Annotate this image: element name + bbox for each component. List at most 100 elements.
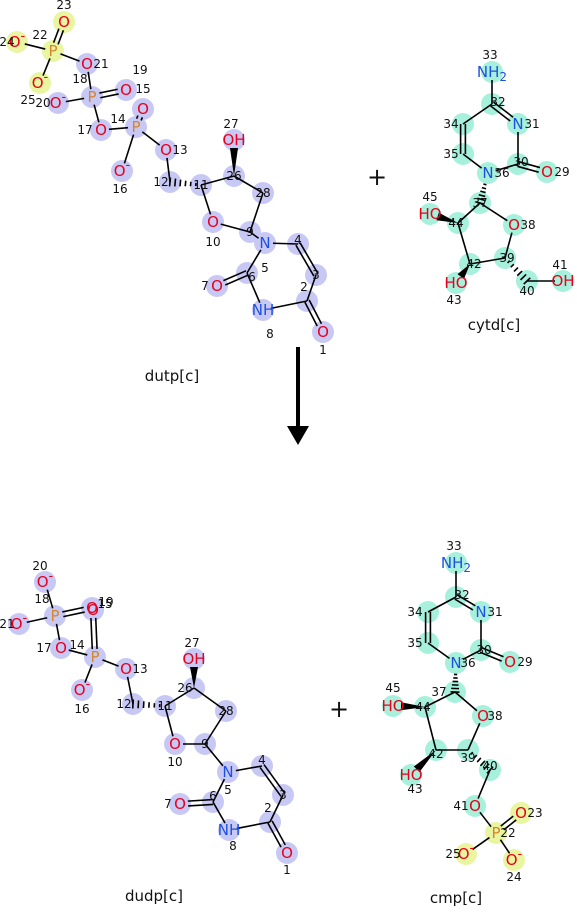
double-bond <box>99 88 119 99</box>
atom-number-29: 29 <box>554 165 569 179</box>
atom-number-15: 15 <box>97 597 112 611</box>
atom-highlight-33 <box>445 552 467 574</box>
atom-label-27: OH <box>222 131 245 149</box>
atom-number-16: 16 <box>74 702 89 716</box>
atom-highlight-21 <box>8 613 30 635</box>
wedge-bond <box>436 212 458 223</box>
atom-number-25: 25 <box>20 93 35 107</box>
atom-label-45: HO <box>418 205 441 223</box>
double-bond <box>135 115 144 121</box>
atom-number-11: 11 <box>193 178 208 192</box>
single-bond <box>204 743 224 767</box>
atom-number-13: 13 <box>172 143 187 157</box>
atom-number-42: 42 <box>466 257 481 271</box>
atom-label-23: O <box>515 804 527 822</box>
double-bond <box>490 101 514 122</box>
single-bond <box>60 53 80 62</box>
atom-label-13: O <box>120 660 132 678</box>
single-bond <box>457 202 481 224</box>
atom-label-33: NH2 <box>441 554 471 575</box>
atom-highlight-7 <box>169 793 191 815</box>
atom-number-3: 3 <box>279 788 287 802</box>
atom-highlight-13 <box>115 658 137 680</box>
atom-label-10: O <box>169 735 181 753</box>
single-bond <box>42 58 51 76</box>
single-bond <box>454 691 478 712</box>
atom-highlights <box>8 571 298 864</box>
molecule-name-cmp: cmp[c] <box>430 889 482 907</box>
single-bond <box>212 801 226 824</box>
atom-highlight-41 <box>552 270 574 292</box>
double-bond <box>424 612 432 643</box>
atom-label-7: O <box>174 795 186 813</box>
atom-highlight-33 <box>481 61 503 83</box>
atom-number-14: 14 <box>110 112 125 126</box>
atom-number-43: 43 <box>407 782 422 796</box>
single-bond <box>246 249 262 274</box>
single-bond <box>166 157 171 183</box>
atom-number-8: 8 <box>266 327 274 341</box>
atom-number-10: 10 <box>205 235 220 249</box>
atom-highlight-29 <box>499 651 521 673</box>
atom-number-40: 40 <box>519 284 534 298</box>
single-bond <box>93 104 100 123</box>
atom-number-31: 31 <box>524 117 539 131</box>
hash-bond <box>470 751 494 774</box>
atom-number-35: 35 <box>443 147 458 161</box>
single-bond <box>495 163 519 172</box>
plus-sign-1: + <box>367 163 387 191</box>
single-bond <box>102 659 119 667</box>
bonds <box>26 589 286 848</box>
atom-highlight-19 <box>81 597 103 619</box>
atom-highlight-17 <box>90 119 112 141</box>
atom-highlight-27 <box>223 129 245 151</box>
atom-number-31: 31 <box>487 605 502 619</box>
single-bond <box>462 649 482 661</box>
atom-highlight-36 <box>445 652 467 674</box>
atom-number-20: 20 <box>35 96 50 110</box>
atom-number-36: 36 <box>494 166 509 180</box>
atom-highlight-18 <box>44 605 66 627</box>
atom-number-6: 6 <box>248 270 256 284</box>
wedge-bond <box>230 148 238 176</box>
single-bond <box>68 649 88 656</box>
atom-label-43: HO <box>444 274 467 292</box>
atom-number-22: 22 <box>32 28 47 42</box>
single-bond <box>235 765 263 772</box>
atom-number-16: 16 <box>112 182 127 196</box>
atom-label-14: P <box>90 648 99 666</box>
atom-highlight-5 <box>217 761 239 783</box>
single-bond <box>200 175 235 186</box>
single-bond <box>26 616 48 624</box>
bonds <box>24 28 323 327</box>
atom-number-18: 18 <box>72 72 87 86</box>
atom-number-35: 35 <box>407 636 422 650</box>
atom-highlight-31 <box>470 601 492 623</box>
single-bond <box>427 642 450 660</box>
single-bond <box>84 664 93 683</box>
atom-number-22: 22 <box>500 826 515 840</box>
atom-number-7: 7 <box>164 797 172 811</box>
atom-label-33: NH2 <box>477 63 507 84</box>
molecule-name-dudp: dudp[c] <box>125 887 183 905</box>
atom-highlight-27 <box>183 648 205 670</box>
atom-highlight-18 <box>81 86 103 108</box>
single-bond <box>269 794 284 823</box>
atom-label-22: P <box>48 42 57 60</box>
atom-number-24: 24 <box>506 870 521 884</box>
reaction-arrow <box>287 347 309 445</box>
single-bond <box>249 192 264 233</box>
atom-label-38: O <box>508 216 520 234</box>
atom-label-15: O <box>87 601 99 619</box>
single-bond <box>65 97 85 103</box>
atom-highlight-38 <box>503 214 525 236</box>
atom-number-14: 14 <box>69 638 84 652</box>
atom-highlight-7 <box>206 275 228 297</box>
atom-number-4: 4 <box>294 233 302 247</box>
molecule-name-dutp: dutp[c] <box>145 367 199 385</box>
molecule-cmp: POO-O-ONNH2NOOHOHO2223242529303132333435… <box>381 539 542 907</box>
atom-highlight-22 <box>485 822 507 844</box>
atom-number-17: 17 <box>36 641 51 655</box>
atom-highlight-10 <box>164 733 186 755</box>
